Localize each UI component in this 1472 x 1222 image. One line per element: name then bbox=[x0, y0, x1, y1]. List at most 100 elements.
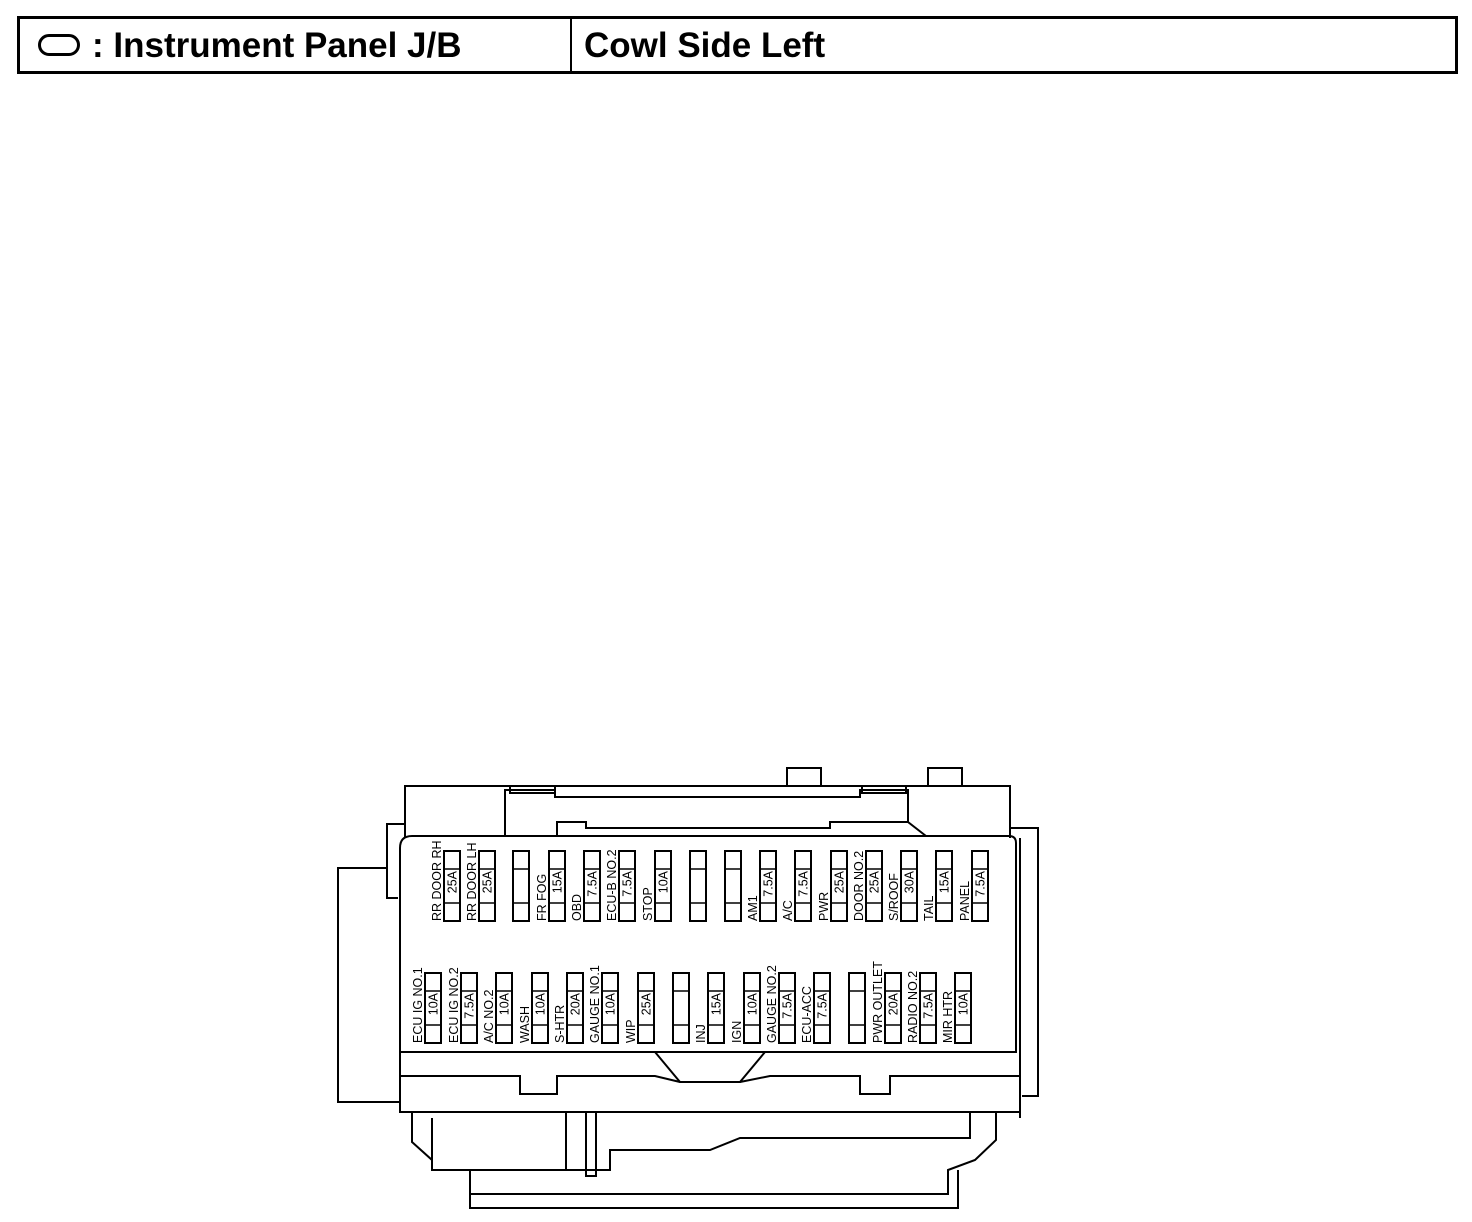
fuse-body bbox=[443, 850, 461, 922]
fuse-name: RR DOOR LH bbox=[465, 843, 479, 921]
fuse-body bbox=[724, 850, 742, 922]
fuse-amperage: 20A bbox=[569, 992, 583, 1015]
fuse-panel bbox=[399, 835, 1017, 1053]
left-connector bbox=[337, 867, 400, 1103]
fuse-name: TAIL bbox=[922, 895, 936, 921]
fuse-top_row-7 bbox=[689, 850, 707, 922]
fuse-body bbox=[672, 972, 690, 1044]
fuse-name: OBD bbox=[570, 894, 584, 921]
fuse-body bbox=[707, 972, 725, 1044]
fuse-amperage: 10A bbox=[657, 870, 671, 893]
fuse-body bbox=[566, 972, 584, 1044]
fuse-body bbox=[794, 850, 812, 922]
top-slot-left bbox=[509, 785, 556, 794]
fuse-amperage: 7.5A bbox=[621, 870, 635, 896]
fuse-body bbox=[478, 850, 496, 922]
fuse-name: PWR OUTLET bbox=[871, 961, 885, 1043]
legend-cell: : Instrument Panel J/B bbox=[20, 19, 572, 71]
fuse-amperage: 7.5A bbox=[781, 992, 795, 1018]
fuse-body bbox=[654, 850, 672, 922]
base-bottom bbox=[432, 1169, 959, 1209]
fuse-name: A/C bbox=[781, 900, 795, 921]
fuse-amperage: 15A bbox=[551, 870, 565, 893]
fuse-name: ECU-B NO.2 bbox=[605, 849, 619, 921]
base-slot bbox=[585, 1112, 597, 1177]
top-slot-right bbox=[861, 785, 907, 794]
top-tab-left bbox=[786, 767, 822, 787]
left-shoulder bbox=[386, 823, 405, 868]
fuse-name: A/C NO.2 bbox=[482, 989, 496, 1043]
fuse-body bbox=[531, 972, 549, 1044]
fuse-body bbox=[601, 972, 619, 1044]
location-name: Cowl Side Left bbox=[584, 25, 826, 65]
fuse-body bbox=[954, 972, 972, 1044]
junction-block-housing bbox=[337, 767, 1039, 1209]
right-connector bbox=[1010, 827, 1039, 1097]
fuse-body bbox=[637, 972, 655, 1044]
fuse-name: STOP bbox=[641, 887, 655, 921]
fuse-name: WASH bbox=[518, 1006, 532, 1043]
fuse-bottom_row-7 bbox=[672, 972, 690, 1044]
fuse-name: WIP bbox=[624, 1019, 638, 1043]
fuse-body bbox=[919, 972, 937, 1044]
left-notch bbox=[386, 868, 398, 899]
fuse-amperage: 7.5A bbox=[922, 992, 936, 1018]
location-header: : Instrument Panel J/B Cowl Side Left bbox=[17, 16, 1458, 74]
fuse-amperage: 7.5A bbox=[974, 870, 988, 896]
fuse-amperage: 25A bbox=[481, 870, 495, 893]
fuse-amperage: 10A bbox=[746, 992, 760, 1015]
fuse-top_row-8 bbox=[724, 850, 742, 922]
fuse-amperage: 20A bbox=[887, 992, 901, 1015]
fuse-name: IGN bbox=[730, 1021, 744, 1043]
housing-lower-detail bbox=[400, 1075, 1020, 1095]
housing-top-inner bbox=[504, 789, 927, 837]
fuse-top_row-10: 7.5AA/C bbox=[781, 850, 812, 922]
fuse-name: AM1 bbox=[746, 895, 760, 921]
fuse-body bbox=[512, 850, 530, 922]
housing-base bbox=[411, 1112, 997, 1195]
fuse-body bbox=[848, 972, 866, 1044]
fuse-body bbox=[495, 972, 513, 1044]
fuse-body bbox=[884, 972, 902, 1044]
housing-top-step bbox=[556, 821, 908, 836]
base-inner-step bbox=[565, 1112, 971, 1171]
location-cell: Cowl Side Left bbox=[572, 19, 1455, 71]
fuse-name: PANEL bbox=[958, 881, 972, 921]
fuse-body bbox=[900, 850, 918, 922]
fuse-name: RR DOOR RH bbox=[430, 840, 444, 921]
fuse-body bbox=[813, 972, 831, 1044]
fuse-name: PWR bbox=[817, 892, 831, 921]
fuse-body bbox=[759, 850, 777, 922]
fuse-amperage: 15A bbox=[938, 870, 952, 893]
fuse-body bbox=[424, 972, 442, 1044]
fuse-amperage: 30A bbox=[903, 870, 917, 893]
fuse-amperage: 15A bbox=[710, 992, 724, 1015]
fuse-name: S/ROOF bbox=[887, 873, 901, 921]
junction-block-name: : Instrument Panel J/B bbox=[92, 25, 462, 65]
fuse-amperage: 10A bbox=[534, 992, 548, 1015]
fuse-amperage: 7.5A bbox=[463, 992, 477, 1018]
